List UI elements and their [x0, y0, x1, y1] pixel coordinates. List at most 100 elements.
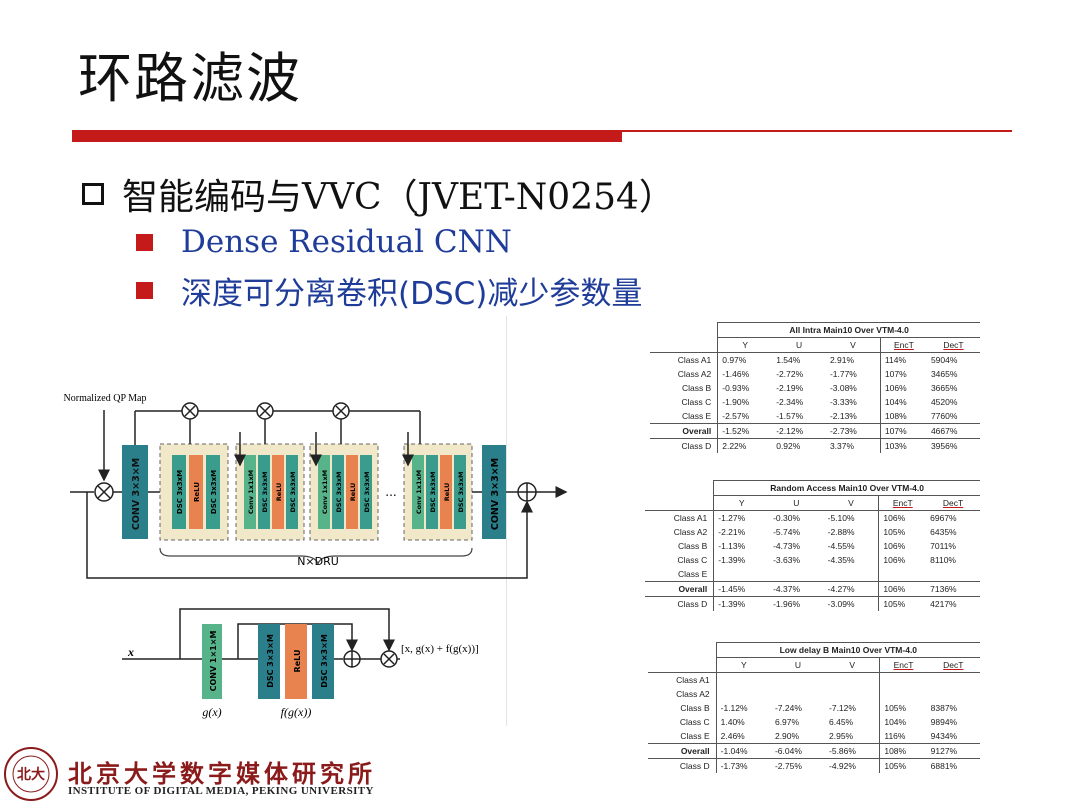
- table-cell: 7760%: [930, 411, 958, 421]
- institute-name-cn: 北京大学数字媒体研究所: [68, 759, 376, 788]
- table-cell: -3.08%: [829, 383, 857, 393]
- table-cell: 3465%: [930, 369, 958, 379]
- table-cell: 114%: [879, 352, 927, 367]
- table-cell: -2.19%: [776, 383, 804, 393]
- table-cell: 106%: [878, 539, 927, 553]
- table-row: Class B-1.12%-7.24%-7.12%105%8387%: [648, 701, 980, 715]
- table-cell: -1.45%: [713, 581, 770, 597]
- dsc-block: [454, 455, 466, 529]
- table-cell: 104%: [879, 395, 927, 409]
- table-cell: -1.90%: [717, 395, 773, 409]
- table-cell: 3665%: [930, 383, 958, 393]
- table-cell: 108%: [879, 743, 927, 759]
- main-bullet: 智能编码与VVC（JVET-N0254）: [82, 168, 675, 220]
- conv1x1-block: [244, 455, 256, 529]
- svg-text:ReLU: ReLU: [193, 482, 201, 502]
- table-cell: -1.27%: [713, 510, 770, 525]
- table-cell: 6881%: [926, 758, 980, 773]
- table-cell: 8110%: [930, 555, 956, 565]
- table-cell: -4.27%: [823, 581, 879, 597]
- table-cell: -1.77%: [829, 369, 857, 379]
- table-cell: [825, 687, 880, 701]
- table-cell: 6435%: [930, 527, 957, 537]
- conv-block-label: CONV 3×3×M: [131, 458, 142, 530]
- panel-divider: [506, 316, 507, 726]
- table-cell: 2.91%: [825, 352, 881, 367]
- table-cell: 2.22%: [717, 438, 773, 453]
- table-cell: -6.04%: [770, 743, 826, 759]
- table-cell: -1.04%: [715, 743, 771, 759]
- table-cell: 107%: [879, 423, 927, 439]
- table-cell: 7136%: [926, 581, 980, 597]
- table-corner: [648, 658, 716, 673]
- table-cell: -5.10%: [823, 510, 879, 525]
- table-cell: -2.21%: [713, 525, 770, 539]
- table-row: Overall-1.04%-6.04%-5.86%108%9127%: [648, 743, 980, 759]
- table-cell: 106%: [878, 553, 927, 567]
- column-header: Y: [713, 495, 770, 511]
- row-class-label: Class C: [681, 397, 712, 407]
- svg-text:DSC 3x3xM: DSC 3x3xM: [363, 471, 371, 512]
- table-row: Class B-0.93%-2.19%-3.08%106%3665%: [650, 381, 980, 395]
- table-caption: All Intra Main10 Over VTM-4.0: [717, 322, 980, 338]
- table-cell: -1.39%: [713, 596, 770, 611]
- table-cell: 116%: [879, 729, 927, 744]
- dsc-block: [258, 624, 280, 699]
- table-cell: -0.93%: [717, 381, 773, 395]
- table-cell: [879, 672, 927, 687]
- row-class-label: Class E: [680, 731, 710, 741]
- column-header: DecT: [943, 660, 964, 670]
- table-cell: 4217%: [926, 596, 980, 611]
- red-square-bullet-icon: [136, 233, 153, 251]
- table-caption: Random Access Main10 Over VTM-4.0: [713, 480, 980, 496]
- column-header: V: [850, 340, 856, 350]
- table-cell: [926, 567, 980, 582]
- table-cell: -3.33%: [829, 397, 857, 407]
- table-cell: 3.37%: [825, 438, 881, 453]
- table-cell: [878, 567, 927, 582]
- table-cell: [926, 672, 980, 687]
- table-cell: 2.46%: [715, 729, 771, 744]
- table-row: Class E-2.57%-1.57%-2.13%108%7760%: [650, 409, 980, 424]
- column-header: Y: [717, 337, 773, 353]
- table-cell: 9127%: [926, 743, 980, 759]
- slide-title: 环路滤波: [78, 47, 302, 110]
- sub-bullet-1-text: Dense Residual CNN: [181, 224, 512, 260]
- relu-block: [346, 455, 358, 529]
- relu-block: [440, 455, 452, 529]
- add-node: [343, 650, 361, 668]
- table-cell: 106%: [878, 510, 927, 525]
- table-cell: 5904%: [926, 352, 980, 367]
- column-header: Y: [715, 657, 771, 673]
- table-cell: [715, 687, 771, 701]
- output-label: [x, g(x) + f(g(x))]: [401, 643, 479, 655]
- dsc-block: [312, 624, 334, 699]
- table-row: Class C-1.90%-2.34%-3.33%104%4520%: [650, 395, 980, 409]
- svg-text:DSC 3x3xM: DSC 3x3xM: [261, 471, 269, 512]
- svg-text:ReLU: ReLU: [349, 483, 357, 502]
- table-cell: -2.34%: [776, 397, 804, 407]
- svg-text:Conv 1x1xM: Conv 1x1xM: [415, 470, 423, 514]
- row-class-label: Class D: [645, 596, 714, 611]
- table-cell: -5.86%: [825, 743, 880, 759]
- sub-bullet-2: 深度可分离卷积(DSC)减少参数量: [136, 268, 642, 313]
- column-header: DecT: [942, 498, 964, 508]
- table-cell: -2.12%: [772, 423, 826, 439]
- row-class-label: Class A1: [650, 352, 718, 367]
- svg-text:ReLU: ReLU: [443, 483, 451, 502]
- svg-text:北大: 北大: [17, 766, 45, 783]
- row-class-label: Class D: [650, 438, 718, 453]
- sub-bullet-1: Dense Residual CNN: [136, 224, 512, 260]
- main-bullet-text: 智能编码与VVC（JVET-N0254）: [122, 177, 675, 218]
- table-cell: 105%: [878, 525, 927, 539]
- row-class-label: Class A1: [648, 672, 717, 687]
- table-row: Class A2-2.21%-5.74%-2.88%105%6435%: [645, 525, 980, 539]
- dsc-block: [206, 455, 220, 529]
- table-cell: 2.90%: [774, 731, 800, 741]
- table-cell: 6967%: [926, 510, 980, 525]
- column-header: V: [849, 660, 856, 670]
- x-input-label: x: [127, 645, 134, 659]
- table-cell: -2.75%: [770, 758, 826, 773]
